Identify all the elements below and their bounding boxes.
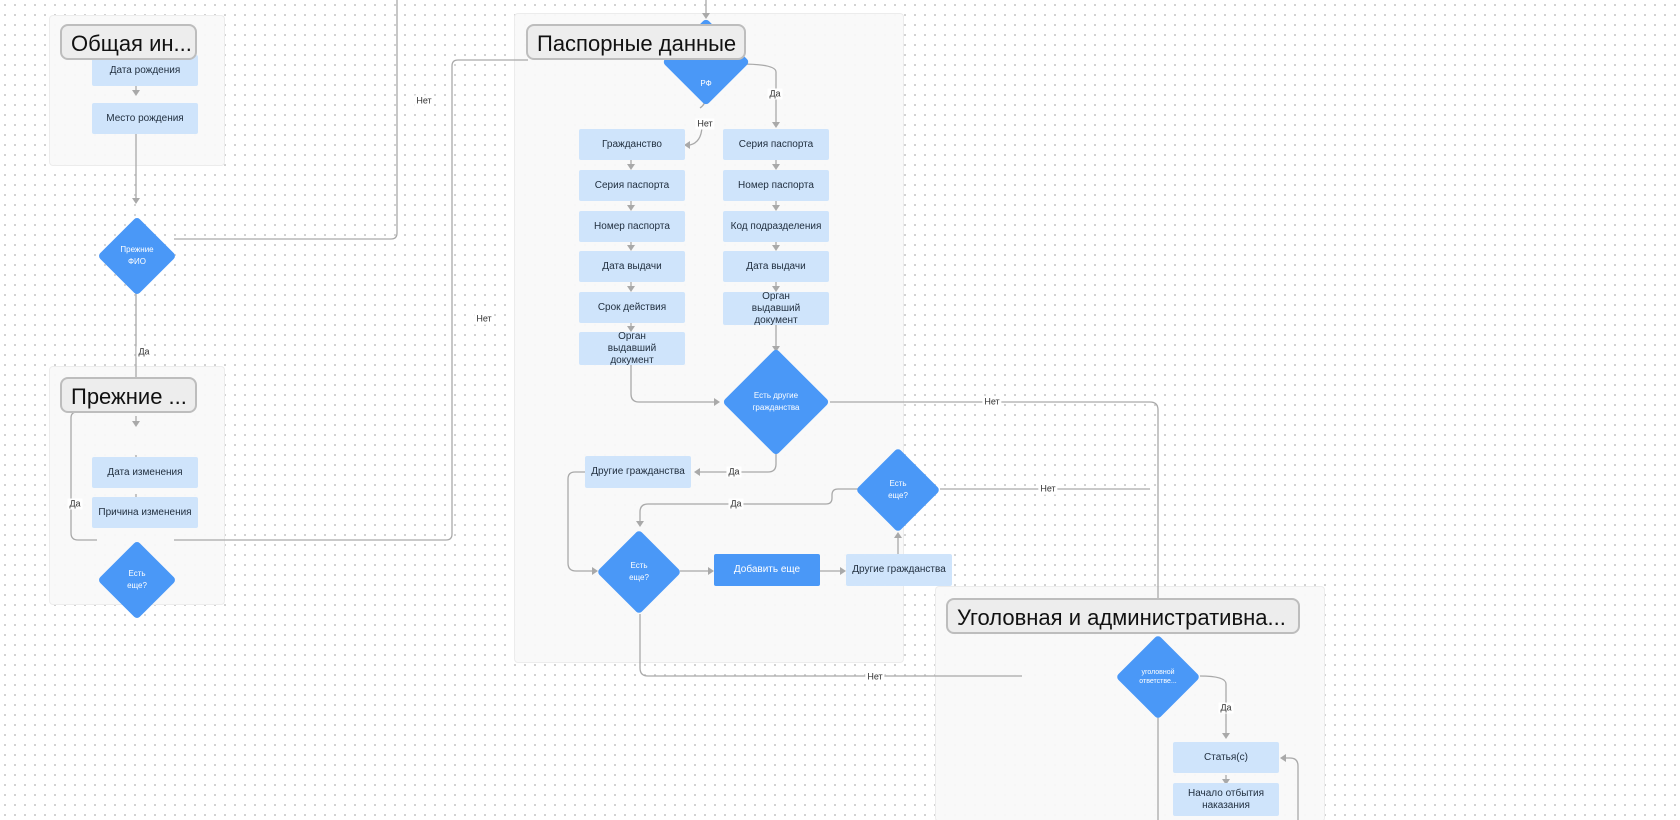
node-passport-series-right[interactable]: Серия паспорта [723, 129, 829, 160]
edge-label-no-top: Нет [414, 95, 434, 107]
node-validity[interactable]: Срок действия [579, 292, 685, 323]
node-birth-place[interactable]: Место рождения [92, 103, 198, 134]
edge-label-no-rf: Нет [695, 118, 715, 130]
group-title-passport[interactable]: Паспорные данные [526, 24, 746, 60]
decision-label: уголовной ответстве... [1139, 669, 1177, 685]
node-sentence-start[interactable]: Начало отбытия наказания [1173, 783, 1279, 816]
node-other-citizenships-2[interactable]: Другие гражданства [846, 554, 952, 586]
edge-label-yes-rf: Да [767, 88, 783, 100]
decision-other-citizenships[interactable]: Есть другие гражданства [720, 348, 832, 456]
edge-label-no-other-citizenships: Нет [982, 396, 1002, 408]
decision-previous-fio[interactable]: Прежние ФИО [97, 216, 177, 296]
edge-label-no-more-bottom: Нет [865, 671, 885, 683]
node-other-citizenships-1[interactable]: Другие гражданства [585, 456, 691, 488]
node-articles[interactable]: Статья(с) [1173, 742, 1279, 773]
group-title-criminal[interactable]: Уголовная и административна... [946, 598, 1300, 634]
node-department-code[interactable]: Код подразделения [723, 211, 829, 242]
decision-label: Есть еще? [888, 479, 908, 500]
node-change-reason[interactable]: Причина изменения [92, 497, 198, 528]
node-birth-date[interactable]: Дата рождения [92, 55, 198, 86]
decision-label: Есть еще? [127, 569, 147, 590]
edge-label-yes-previous-fio: Да [136, 346, 152, 358]
decision-label: Прежние ФИО [120, 245, 154, 266]
decision-label: РФ [700, 79, 712, 88]
node-change-date[interactable]: Дата изменения [92, 457, 198, 488]
node-passport-number-left[interactable]: Номер паспорта [579, 211, 685, 242]
decision-label: Есть еще? [629, 561, 649, 582]
node-passport-number-right[interactable]: Номер паспорта [723, 170, 829, 201]
node-issue-date-right[interactable]: Дата выдачи [723, 251, 829, 282]
edge-label-no-more-names: Нет [474, 313, 494, 325]
edge-label-yes-more-top: Да [728, 498, 744, 510]
group-title-previous-names[interactable]: Прежние ... [60, 377, 197, 413]
node-issue-date-left[interactable]: Дата выдачи [579, 251, 685, 282]
edge-label-yes-more-names: Да [67, 498, 83, 510]
decision-label: Есть другие гражданства [752, 391, 800, 412]
group-title-general[interactable]: Общая ин... [60, 24, 197, 60]
decision-more-citizenships-top[interactable]: Есть еще? [855, 447, 941, 533]
edge-label-yes-other-citizenships: Да [726, 466, 742, 478]
decision-more-names[interactable]: Есть еще? [97, 540, 177, 620]
decision-criminal-liability[interactable]: уголовной ответстве... [1114, 634, 1202, 720]
node-add-more[interactable]: Добавить еще [714, 554, 820, 586]
decision-rf-citizen[interactable]: РФ [662, 18, 750, 106]
node-issuing-authority-right[interactable]: Орган выдавший документ [723, 291, 829, 326]
node-citizenship[interactable]: Гражданство [579, 129, 685, 160]
edge-label-no-more-top: Нет [1038, 483, 1058, 495]
node-issuing-authority-left[interactable]: Орган выдавший документ [579, 331, 685, 366]
decision-more-citizenships-bottom[interactable]: Есть еще? [596, 529, 682, 615]
node-passport-series-left[interactable]: Серия паспорта [579, 170, 685, 201]
edge-label-yes-criminal: Да [1218, 702, 1234, 714]
